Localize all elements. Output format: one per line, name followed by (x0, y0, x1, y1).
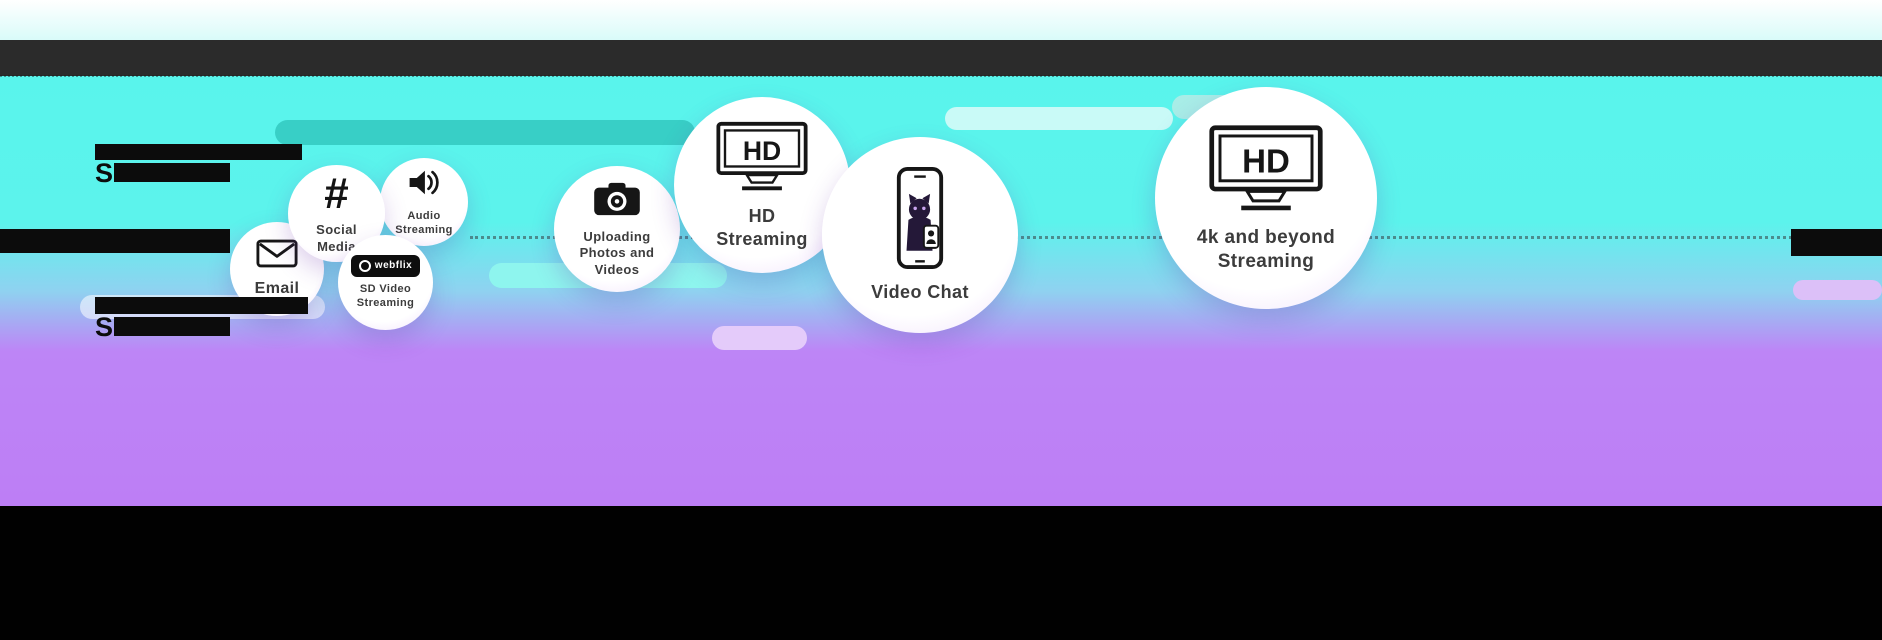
top-light-strip (0, 0, 1882, 40)
redacted-text-letter: S (95, 158, 114, 188)
redacted-text-bar (114, 163, 230, 182)
speed-streak-pill (275, 120, 695, 145)
redacted-text-letter: S (95, 312, 114, 342)
camera-icon (592, 180, 642, 223)
bubble-4k-streaming: HD 4k and beyond Streaming (1155, 87, 1377, 309)
bubble-label: Email (254, 280, 300, 297)
bubble-label: 4k and beyond Streaming (1196, 226, 1336, 272)
bubble-hd-streaming: HD HD Streaming (674, 97, 850, 273)
hd-tv-icon: HD (1205, 123, 1327, 220)
webflix-ring-icon (358, 259, 371, 272)
bubble-uploading-photos: Uploading Photos and Videos (554, 166, 680, 292)
hashtag-icon: # (324, 169, 349, 219)
bubble-social-media: # Social Media (288, 165, 385, 262)
hd-tv-label: HD (1242, 142, 1290, 179)
bubble-sd-video-streaming: webflix SD Video Streaming (338, 235, 433, 330)
hd-tv-label: HD (743, 136, 781, 166)
footer-bar (0, 506, 1882, 640)
speed-streak-pill (712, 326, 807, 350)
bubble-label: Audio Streaming (395, 210, 453, 236)
bubble-label: Uploading Photos and Videos (579, 229, 655, 277)
bubble-label: SD Video Streaming (356, 282, 415, 309)
redacted-text-bar (95, 297, 308, 314)
speed-streak-pill (945, 107, 1173, 130)
redacted-text-bar (0, 229, 230, 253)
speed-streak-pill (1793, 280, 1882, 300)
hd-tv-icon: HD (714, 120, 810, 199)
header-bar (0, 40, 1882, 76)
webflix-logo-icon: webflix (350, 254, 421, 277)
redacted-text-bar (95, 144, 302, 160)
bubble-label: Video Chat (871, 282, 969, 303)
dotted-line-header (0, 75, 1882, 77)
webflix-logo-text: webflix (374, 260, 413, 272)
bubble-audio-streaming: Audio Streaming (380, 158, 468, 246)
speaker-icon (406, 166, 442, 204)
redacted-text-bar (1791, 229, 1882, 256)
redacted-text-bar (114, 317, 230, 336)
bubble-label: HD Streaming (716, 206, 808, 249)
video-chat-phone-icon (889, 166, 951, 275)
bubble-label: Social Media (316, 222, 357, 254)
envelope-icon (256, 239, 298, 273)
bubble-video-chat: Video Chat (822, 137, 1018, 333)
